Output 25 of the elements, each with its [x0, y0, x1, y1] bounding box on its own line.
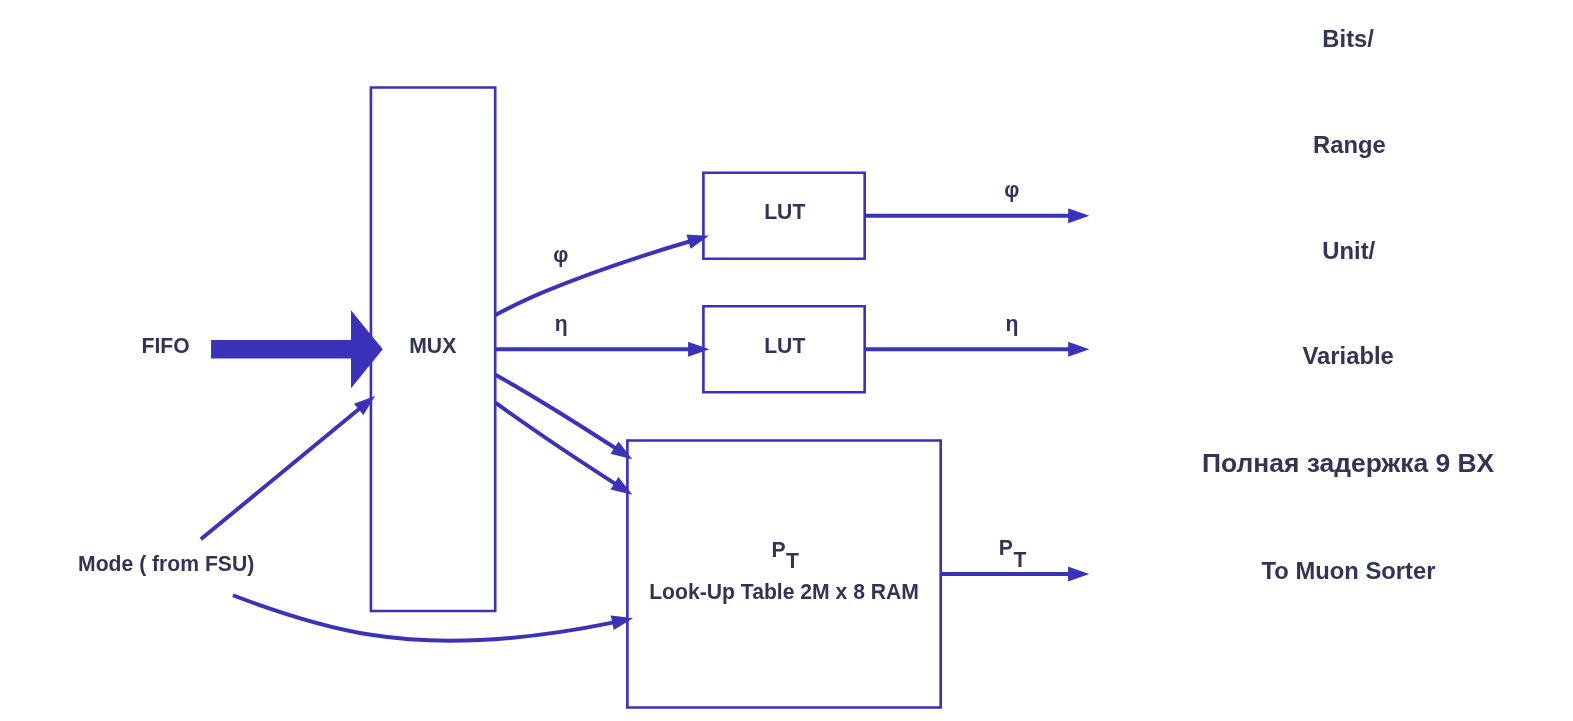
node-text: FIFO	[141, 333, 190, 357]
edge-label: η	[1005, 311, 1019, 335]
label: Unit/	[1322, 236, 1376, 264]
label: Variable	[1302, 342, 1394, 370]
label: To Muon Sorter	[1261, 556, 1436, 584]
node-box: LUT	[702, 171, 866, 261]
label: Range	[1313, 130, 1386, 158]
arrow	[864, 208, 1090, 224]
node-box: LUT	[702, 305, 866, 394]
arrow	[495, 341, 710, 357]
arrow	[940, 566, 1090, 582]
edge-label: η	[554, 311, 568, 335]
node-box: MUX	[369, 86, 497, 613]
arrow	[494, 234, 709, 317]
arrow	[211, 310, 383, 389]
arrow	[232, 593, 633, 643]
arrow	[864, 341, 1090, 357]
arrow	[494, 401, 633, 495]
label: Bits/	[1322, 25, 1374, 53]
label: Полная задержка 9 BX	[1202, 448, 1495, 479]
arrow	[494, 373, 633, 460]
edge-label: φ	[553, 242, 569, 266]
node-text: Mode ( from FSU)	[78, 552, 255, 576]
arrow	[199, 395, 376, 541]
edge-label: φ	[1004, 177, 1020, 201]
